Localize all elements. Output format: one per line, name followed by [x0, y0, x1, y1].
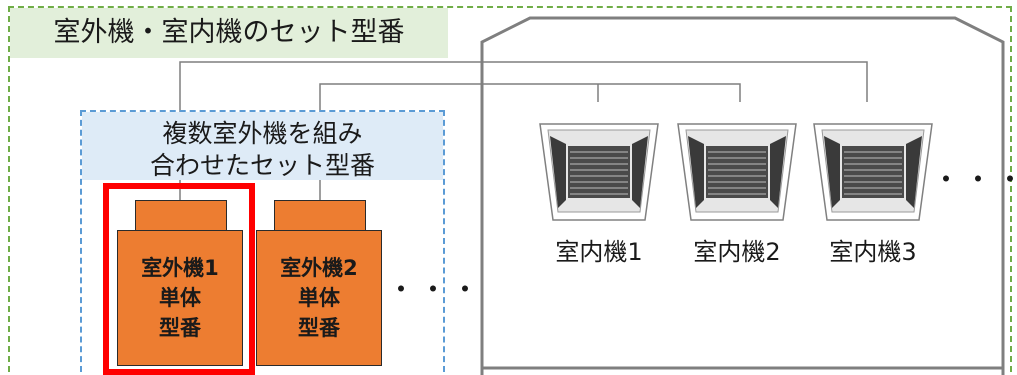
indoor-unit-2-label: 室内機2	[693, 238, 781, 266]
highlight-frame	[103, 183, 255, 375]
outdoor-unit-1-type: 単体	[159, 286, 201, 310]
outdoor-unit-1-model: 型番	[159, 316, 201, 340]
set-label-line-1: 複数室外機を組み	[162, 119, 363, 148]
outdoor-unit-2-type: 単体	[298, 286, 340, 310]
outdoor-unit-1-top	[135, 200, 227, 232]
outer-frame	[8, 6, 1012, 372]
pipe-line-3	[597, 84, 599, 102]
outdoor-ellipsis: ・・・	[387, 273, 484, 306]
outdoor-unit-2-name: 室外機2	[280, 256, 358, 280]
diagram-title: 室外機・室内機のセット型番	[53, 17, 405, 48]
indoor-unit-3-label: 室内機3	[829, 238, 917, 266]
outdoor-unit-2-top	[274, 200, 366, 232]
outdoor-unit-2: 室外機2 単体 型番	[256, 230, 382, 366]
outdoor-unit-2-model: 型番	[298, 316, 340, 340]
indoor-unit-3-icon	[813, 123, 933, 221]
set-label-line-2: 合わせたセット型番	[149, 151, 375, 180]
outdoor-unit-1-name: 室外機1	[141, 256, 219, 280]
building-outline	[480, 16, 1005, 375]
set-model-frame	[80, 110, 445, 372]
indoor-unit-1-label: 室内機1	[555, 238, 643, 266]
outdoor-unit-1: 室外機1 単体 型番	[117, 230, 243, 366]
title-background	[10, 8, 448, 58]
indoor-ellipsis: ・・・	[932, 163, 1017, 196]
indoor-unit-1-icon	[539, 123, 659, 221]
set-label-background	[82, 112, 443, 180]
indoor-unit-2-icon	[677, 123, 797, 221]
